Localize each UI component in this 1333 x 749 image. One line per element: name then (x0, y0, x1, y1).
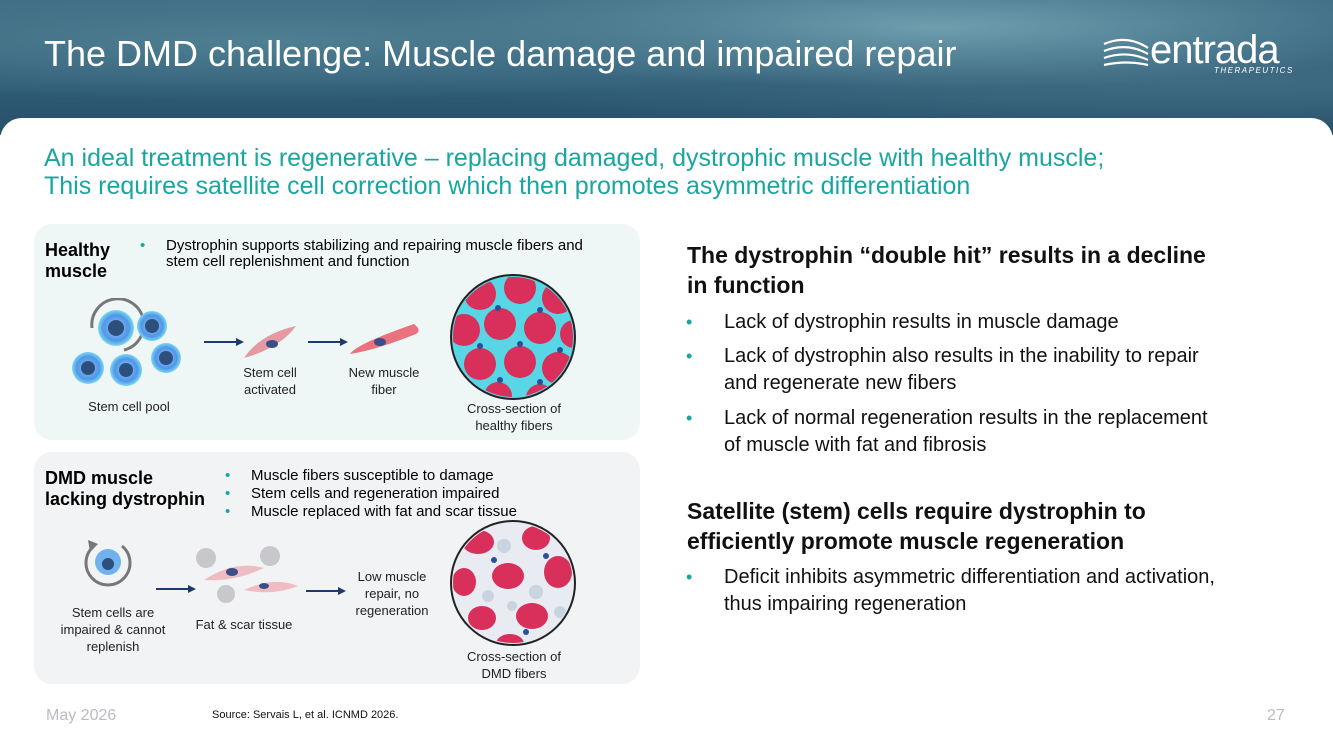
caption-dmd-cross-line-2: DMD fibers (481, 666, 547, 681)
healthy-panel-title: Healthy muscle (45, 240, 110, 282)
dmd-bullet-text: Muscle replaced with fat and scar tissue (251, 503, 517, 520)
caption-dmd-cross-section: Cross-section of DMD fibers (444, 648, 584, 682)
dmd-cross-section-illustration (450, 520, 576, 646)
arrow-icon (306, 587, 346, 595)
healthy-cross-section-illustration (450, 274, 576, 400)
new-muscle-fiber-illustration (350, 324, 419, 354)
caption-low-line-2: repair, no (364, 586, 420, 601)
caption-stem-cell-pool: Stem cell pool (88, 399, 170, 414)
healthy-muscle-panel: Healthy muscle • Dystrophin supports sta… (34, 224, 640, 440)
heading1-line-2: in function (687, 272, 805, 298)
right-bullet-line-2: of muscle with fat and fibrosis (724, 434, 987, 456)
dmd-title-line-1: DMD muscle (45, 468, 154, 488)
dmd-bullet: •Stem cells and regeneration impaired (225, 485, 500, 502)
dmd-muscle-panel: DMD muscle lacking dystrophin •Muscle fi… (34, 452, 640, 684)
entrada-logo: entrada THERAPEUTICS (1102, 28, 1294, 80)
caption-impaired-stem-cells: Stem cells are impaired & cannot repleni… (48, 604, 178, 655)
caption-activated-line-2: activated (243, 382, 297, 397)
healthy-title-line-2: muscle (45, 261, 108, 281)
dmd-panel-title: DMD muscle lacking dystrophin (45, 468, 205, 510)
dmd-bullet: •Muscle fibers susceptible to damage (225, 467, 494, 484)
caption-new-muscle-fiber: New muscle fiber (339, 364, 429, 398)
caption-stem-line-2: impaired & cannot (60, 622, 166, 637)
fat-scar-tissue-illustration (196, 546, 298, 603)
footer-date: May 2026 (46, 707, 117, 724)
logo-wave-icon (1103, 38, 1149, 67)
caption-low-muscle-repair: Low muscle repair, no regeneration (344, 568, 440, 619)
dmd-bullet: •Muscle replaced with fat and scar tissu… (225, 503, 517, 520)
heading2-line-1: Satellite (stem) cells require dystrophi… (687, 498, 1146, 524)
subtitle-line-1: An ideal treatment is regenerative – rep… (44, 144, 1105, 172)
caption-stem-line-3: replenish (86, 639, 140, 654)
slide-title: The DMD challenge: Muscle damage and imp… (44, 33, 957, 74)
caption-low-line-1: Low muscle (357, 569, 427, 584)
dmd-bullet-text: Stem cells and regeneration impaired (251, 485, 500, 502)
right-bullet: • Lack of normal regeneration results in… (686, 405, 1284, 459)
header-banner (0, 0, 1333, 135)
caption-stem-line-1: Stem cells are (71, 605, 155, 620)
arrow-icon (308, 338, 348, 346)
logo-subtext: THERAPEUTICS (1214, 66, 1294, 75)
right-bullet-line-1: Deficit inhibits asymmetric differentiat… (724, 566, 1215, 588)
right-bullet-line-2: and regenerate new fibers (724, 372, 957, 394)
arrow-icon (204, 338, 244, 346)
impaired-stem-cell-illustration (84, 540, 132, 587)
caption-fiber-line-1: New muscle (348, 365, 420, 380)
right-bullet-line-2: thus impairing regeneration (724, 593, 967, 615)
healthy-bullet: • Dystrophin supports stabilizing and re… (140, 237, 583, 270)
right-bullet-line-1: Lack of dystrophin results in muscle dam… (724, 311, 1119, 333)
healthy-bullet-text: Dystrophin supports stabilizing and repa… (166, 237, 583, 270)
caption-stem-cell-activated: Stem cell activated (230, 364, 310, 398)
footer-source: Source: Servais L, et al. ICNMD 2026. (212, 709, 399, 721)
caption-low-line-3: regeneration (355, 603, 429, 618)
arrow-icon (156, 585, 196, 593)
caption-dmd-cross-line-1: Cross-section of (467, 649, 561, 664)
activated-cell-illustration (244, 326, 296, 358)
right-heading-satellite-cells: Satellite (stem) cells require dystrophi… (687, 496, 1287, 556)
heading1-line-1: The dystrophin “double hit” results in a… (687, 242, 1206, 268)
heading2-line-2: efficiently promote muscle regeneration (687, 528, 1125, 554)
caption-fiber-line-2: fiber (371, 382, 397, 397)
caption-cross-line-1: Cross-section of (467, 401, 561, 416)
right-bullet-line-1: Lack of normal regeneration results in t… (724, 407, 1208, 429)
caption-activated-line-1: Stem cell (243, 365, 297, 380)
stem-cell-pool-illustration (72, 298, 181, 386)
dmd-bullet-text: Muscle fibers susceptible to damage (251, 467, 494, 484)
right-bullet: • Deficit inhibits asymmetric differenti… (686, 564, 1284, 618)
caption-healthy-cross-section: Cross-section of healthy fibers (444, 400, 584, 434)
right-bullet: • Lack of dystrophin also results in the… (686, 343, 1284, 397)
right-heading-double-hit: The dystrophin “double hit” results in a… (687, 240, 1287, 300)
caption-cross-line-2: healthy fibers (475, 418, 553, 433)
right-bullet-line-1: Lack of dystrophin also results in the i… (724, 345, 1199, 367)
caption-fat-scar-tissue: Fat & scar tissue (195, 617, 293, 632)
subtitle-line-2: This requires satellite cell correction … (44, 172, 971, 200)
right-bullet: • Lack of dystrophin results in muscle d… (686, 309, 1284, 336)
healthy-title-line-1: Healthy (45, 240, 111, 260)
slide-subtitle: An ideal treatment is regenerative – rep… (44, 144, 1304, 200)
dmd-title-line-2: lacking dystrophin (45, 489, 206, 509)
logo-wordmark: entrada (1150, 28, 1280, 72)
page-number: 27 (1267, 707, 1285, 724)
